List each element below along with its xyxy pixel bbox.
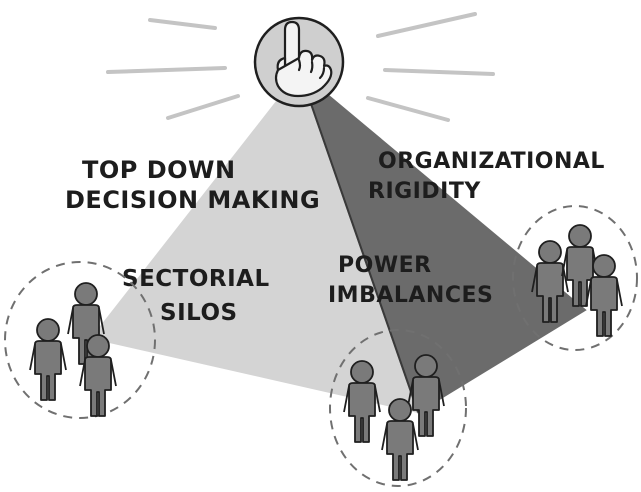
power-imbalances-line1: POWER <box>338 253 432 278</box>
org-rigidity-line1: ORGANIZATIONAL <box>378 149 605 174</box>
sectorial-silos-line1: SECTORIAL <box>122 266 270 292</box>
people-group-icon <box>512 205 638 351</box>
pointing-hand-icon <box>274 20 333 98</box>
people-group-icon <box>4 261 156 419</box>
pyramid-edge <box>299 71 419 413</box>
top-down-line2: DECISION MAKING <box>65 186 320 214</box>
org-rigidity-line2: RIGIDITY <box>368 179 481 204</box>
people-group-icon <box>329 329 467 487</box>
apex-badge <box>253 16 345 108</box>
pyramid <box>90 68 587 414</box>
sectorial-silos-line2: SILOS <box>160 300 238 326</box>
top-down-line1: TOP DOWN <box>82 156 236 184</box>
power-imbalances-line2: IMBALANCES <box>328 283 493 308</box>
apex-rays <box>106 12 495 122</box>
